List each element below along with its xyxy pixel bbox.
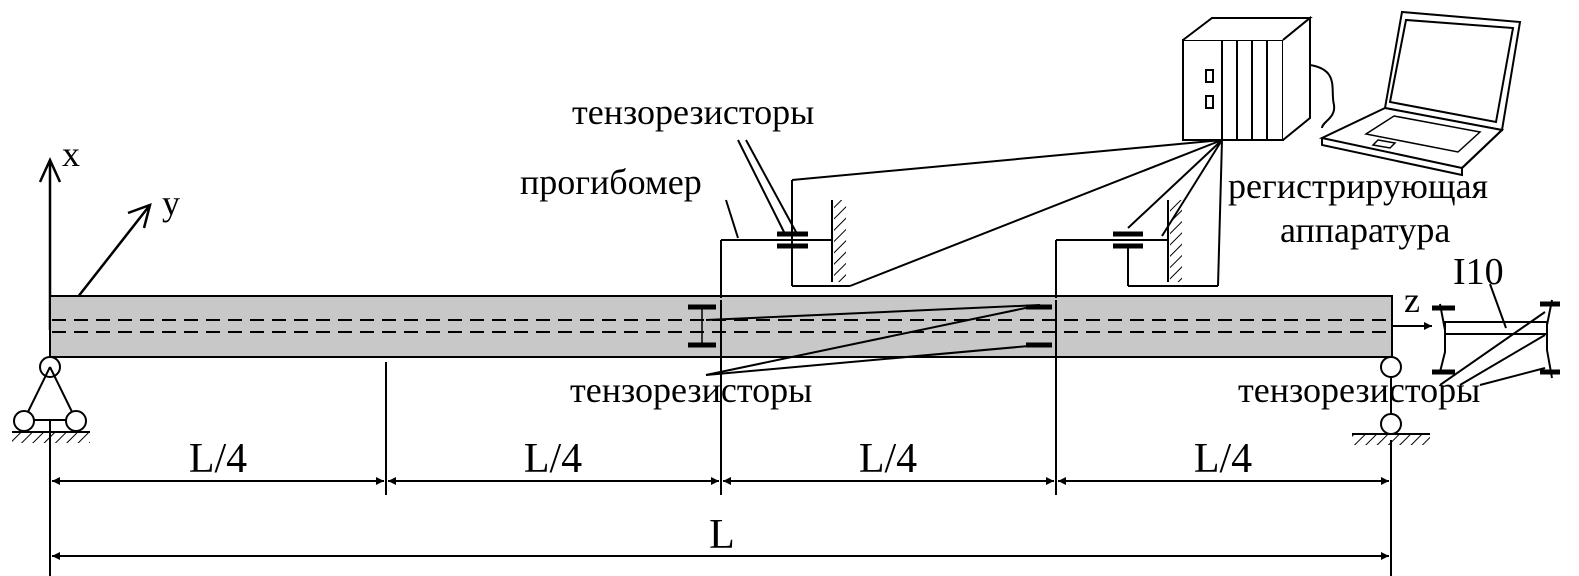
strain-gauges-right-label: тензорезисторы: [1238, 370, 1480, 410]
x-axis-arrowhead: [38, 156, 62, 183]
recording-equipment-label-2: аппаратура: [1280, 210, 1450, 250]
deflectometer-label: прогибомер: [520, 162, 702, 202]
strain-gauges-top-label: тензорезисторы: [572, 92, 814, 132]
dimension-lines: L/4 L/4 L/4 L/4 L: [52, 436, 1389, 560]
deflectometer-2: [1055, 139, 1223, 298]
beam-strain-gauges: [688, 304, 1052, 376]
laptop-icon: [1318, 10, 1522, 177]
dimension-label-4: L/4: [1194, 436, 1252, 482]
leader-lines: [725, 139, 797, 239]
y-axis-arrowhead: [127, 203, 152, 229]
deflectometer-1: [720, 139, 1223, 298]
dimension-label-2: L/4: [524, 436, 582, 482]
dimension-label-1: L/4: [189, 436, 247, 482]
dimension-label-total: L: [709, 512, 735, 558]
recording-equipment-label-1: регистрирующая: [1228, 166, 1488, 206]
strain-gauges-bottom-label: тензорезисторы: [570, 370, 812, 410]
beam: [49, 295, 1432, 358]
dimension-label-3: L/4: [859, 436, 917, 482]
recording-unit-icon: [1182, 15, 1336, 141]
ibeam-section-icon: I10: [1432, 251, 1560, 386]
division-lines: [49, 300, 1392, 576]
y-axis-label: y: [162, 183, 180, 223]
x-axis-label: x: [62, 134, 80, 174]
z-axis-label: z: [1404, 280, 1420, 320]
beam-profile-label: I10: [1453, 251, 1504, 293]
